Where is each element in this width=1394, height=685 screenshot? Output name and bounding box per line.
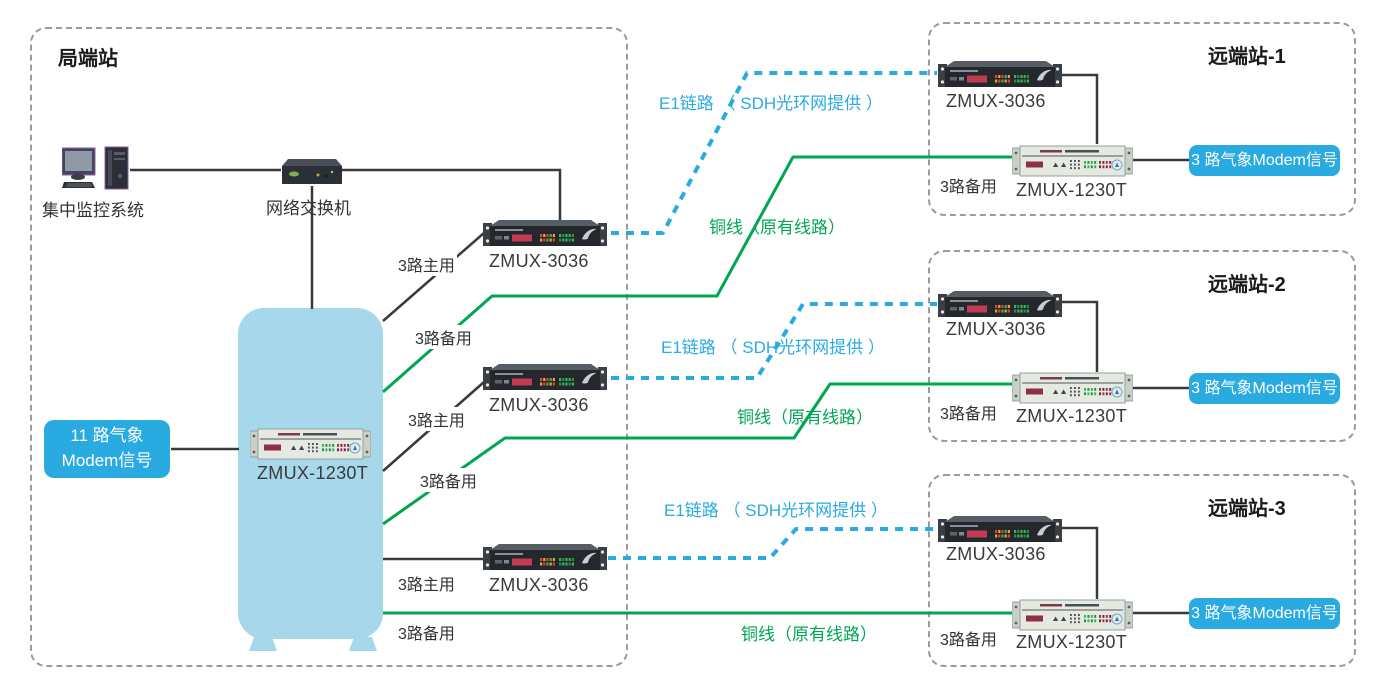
remote1-zmux3036-label: ZMUX-3036 bbox=[946, 91, 1046, 111]
cabinet-zmux1230t-device bbox=[249, 427, 372, 461]
cabinet-foot-right bbox=[349, 637, 377, 651]
main-line-label-3: 3路主用 bbox=[396, 571, 457, 595]
remote-station-1-title: 远端站-1 bbox=[1208, 46, 1286, 68]
backup-line-label-3: 3路备用 bbox=[396, 620, 457, 644]
remote3-zmux1230t-label: ZMUX-1230T bbox=[1016, 632, 1128, 652]
equipment-cabinet bbox=[238, 308, 383, 639]
local-zmux3036-1-label: ZMUX-3036 bbox=[489, 251, 589, 271]
remote3-output-badge: 3 路气象Modem信号 bbox=[1189, 598, 1340, 629]
e1-link-label-2: E1链路 （ SDH光环网提供 ） bbox=[661, 338, 885, 357]
local-zmux3036-2-label: ZMUX-3036 bbox=[489, 395, 589, 415]
cabinet-zmux1230t-label: ZMUX-1230T bbox=[256, 463, 369, 483]
main-line-label-1: 3路主用 bbox=[396, 252, 457, 276]
remote1-backup-label: 3路备用 bbox=[938, 173, 999, 197]
network-switch-icon bbox=[280, 159, 342, 187]
cabinet-foot-left bbox=[249, 637, 277, 651]
remote2-zmux3036-label: ZMUX-3036 bbox=[946, 319, 1046, 339]
local-zmux3036-1-device bbox=[483, 220, 607, 248]
remote3-zmux1230t-device bbox=[1011, 598, 1134, 632]
remote-station-3-box bbox=[928, 474, 1356, 667]
network-switch-label: 网络交换机 bbox=[266, 199, 351, 218]
copper-line-label-2: 铜线（原有线路） bbox=[737, 408, 873, 427]
backup-line-label-2: 3路备用 bbox=[418, 468, 479, 492]
local-zmux3036-3-device bbox=[483, 544, 607, 572]
local-station-title: 局端站 bbox=[58, 48, 118, 70]
remote2-zmux1230t-label: ZMUX-1230T bbox=[1016, 406, 1128, 426]
remote-station-3-title: 远端站-3 bbox=[1208, 498, 1286, 520]
remote3-zmux3036-device bbox=[938, 516, 1062, 544]
e1-link-label-1: E1链路 （ SDH光环网提供 ） bbox=[659, 94, 883, 113]
input-badge-line2: Modem信号 bbox=[61, 451, 153, 470]
monitoring-system-label: 集中监控系统 bbox=[42, 201, 144, 220]
main-line-label-2: 3路主用 bbox=[406, 407, 467, 431]
remote1-output-badge: 3 路气象Modem信号 bbox=[1189, 145, 1340, 176]
copper-line-label-1: 铜线（原有线路） bbox=[709, 218, 845, 237]
local-zmux3036-2-device bbox=[483, 364, 607, 392]
input-signal-badge: 11 路气象 Modem信号 bbox=[44, 420, 170, 478]
remote2-zmux3036-device bbox=[938, 291, 1062, 319]
remote2-zmux1230t-device bbox=[1011, 371, 1134, 405]
remote-station-2-title: 远端站-2 bbox=[1208, 274, 1286, 296]
remote2-output-badge: 3 路气象Modem信号 bbox=[1189, 373, 1340, 404]
e1-link-label-3: E1链路 （ SDH光环网提供 ） bbox=[664, 501, 888, 520]
e1-link-line-3 bbox=[608, 527, 937, 560]
remote1-zmux1230t-device bbox=[1011, 144, 1134, 178]
local-zmux3036-3-label: ZMUX-3036 bbox=[489, 575, 589, 595]
input-badge-line1: 11 路气象 bbox=[70, 426, 144, 446]
remote1-zmux1230t-label: ZMUX-1230T bbox=[1016, 180, 1128, 200]
desktop-computer-icon bbox=[61, 146, 132, 192]
remote3-backup-label: 3路备用 bbox=[938, 626, 999, 650]
backup-line-label-1: 3路备用 bbox=[413, 325, 474, 349]
remote3-zmux3036-label: ZMUX-3036 bbox=[946, 544, 1046, 564]
remote2-backup-label: 3路备用 bbox=[938, 400, 999, 424]
copper-line-label-3: 铜线（原有线路） bbox=[741, 625, 877, 644]
remote1-zmux3036-device bbox=[938, 61, 1062, 89]
